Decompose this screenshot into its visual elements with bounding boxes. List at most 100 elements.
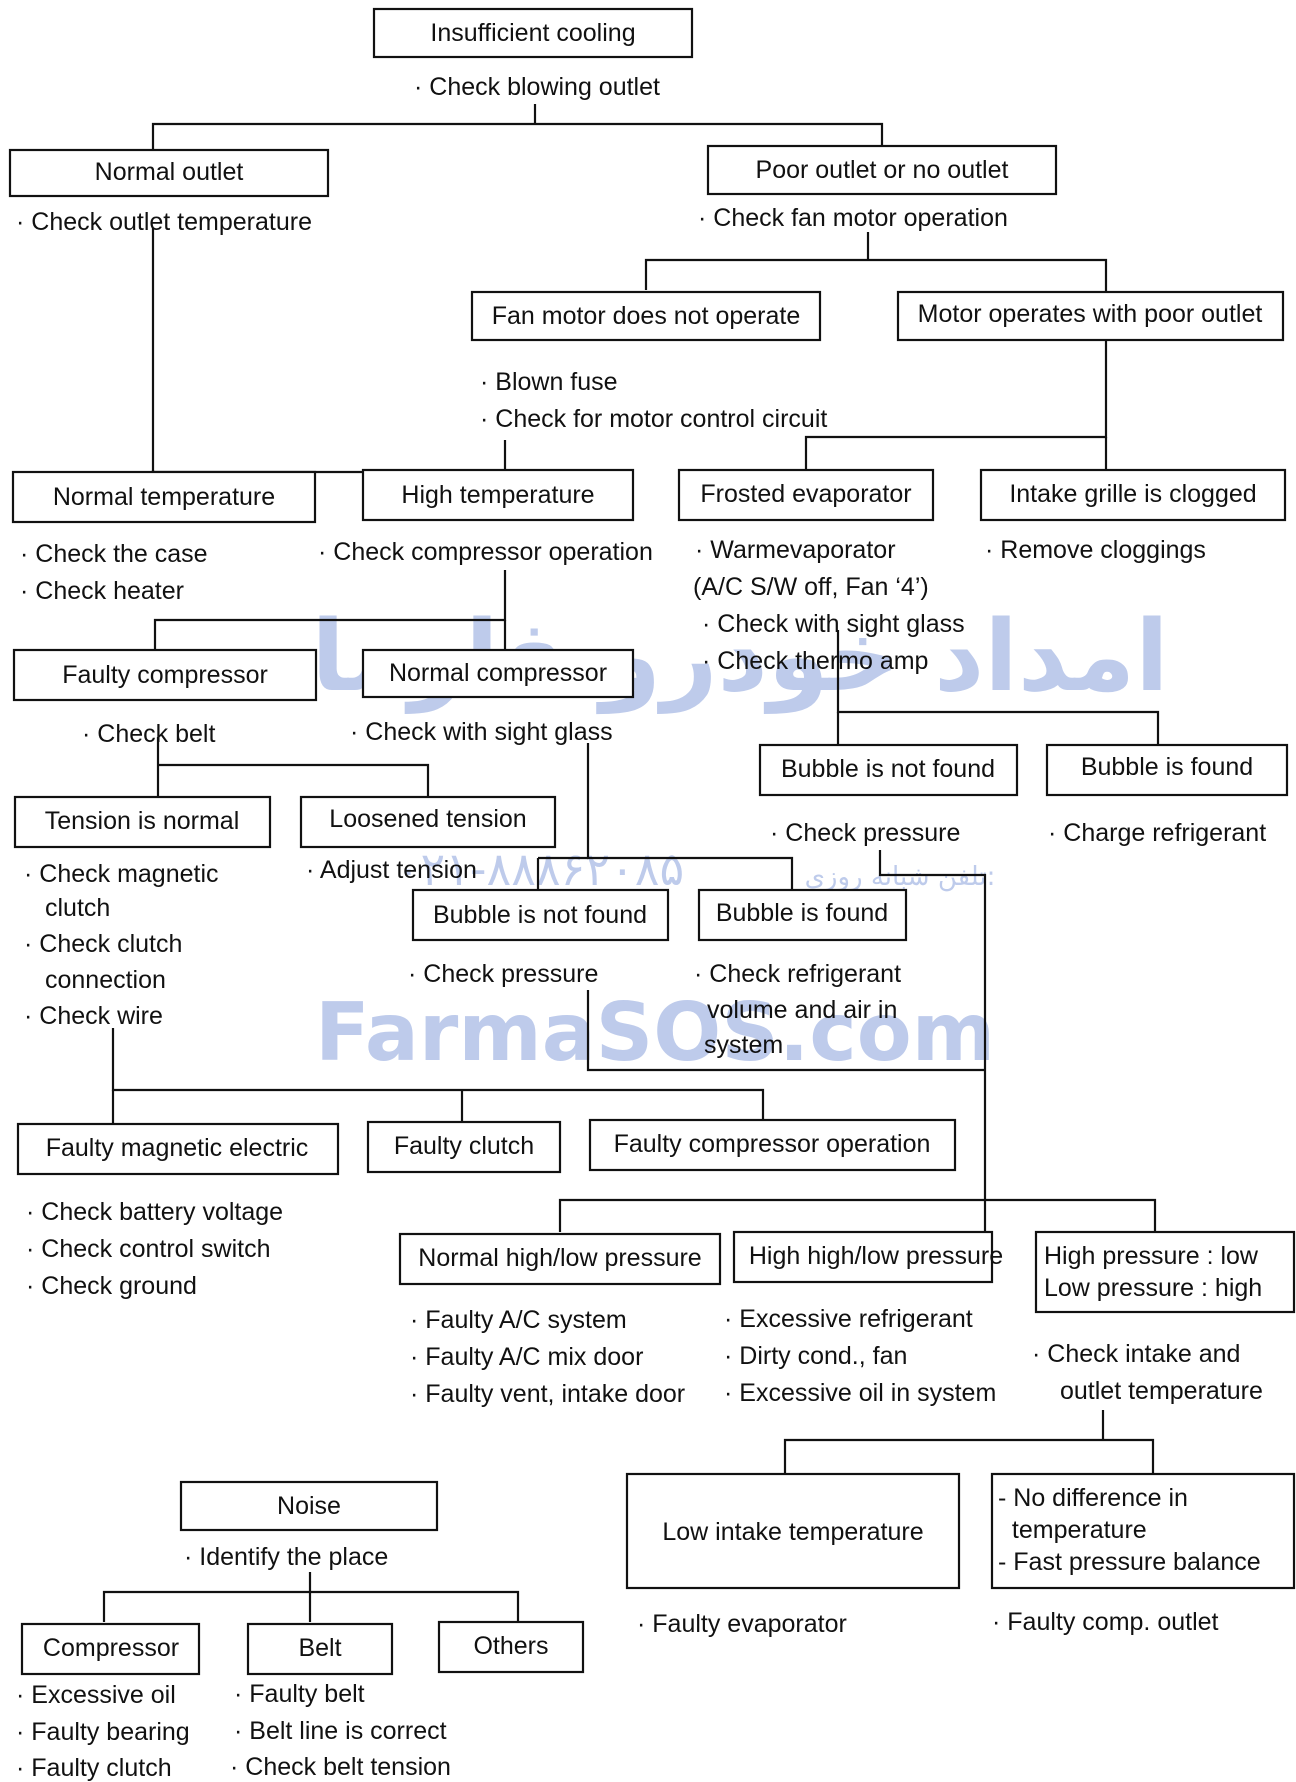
- label-high-low-mix-2: Low pressure : high: [1044, 1274, 1262, 1302]
- label-frosted-evaporator: Frosted evaporator: [700, 480, 911, 508]
- label-no-difference-3: - Fast pressure balance: [998, 1548, 1261, 1576]
- notes: · Check blowing outlet · Check outlet te…: [16, 73, 1266, 1782]
- box-belt: [246, 1622, 394, 1676]
- note-check-belt-tension: · Check belt tension: [230, 1753, 451, 1781]
- note-check-blowing-outlet: · Check blowing outlet: [414, 73, 660, 101]
- note-faulty-comp-outlet: · Faulty comp. outlet: [992, 1608, 1219, 1636]
- connector-pressure-split: [558, 1198, 1157, 1232]
- label-no-difference-2: temperature: [998, 1516, 1147, 1544]
- connector-wire-split: [111, 1028, 765, 1120]
- box-fan-motor-not-operate: [470, 290, 822, 342]
- label-poor-outlet: Poor outlet or no outlet: [756, 156, 1009, 184]
- label-others: Others: [473, 1632, 548, 1660]
- note-faulty-clutch-noise: · Faulty clutch: [16, 1754, 172, 1782]
- note-faulty-ac-system: · Faulty A/C system: [410, 1306, 627, 1334]
- note-check-clutch-connection-1: · Check clutch: [24, 930, 182, 958]
- note-identify-the-place: · Identify the place: [184, 1543, 388, 1571]
- label-tension-normal: Tension is normal: [45, 807, 240, 835]
- box-faulty-clutch: [366, 1120, 562, 1174]
- label-normal-temperature: Normal temperature: [53, 483, 275, 511]
- note-check-wire: · Check wire: [24, 1002, 163, 1030]
- note-faulty-evaporator: · Faulty evaporator: [637, 1610, 847, 1638]
- label-normal-high-low: Normal high/low pressure: [418, 1244, 701, 1272]
- box-bubble-found-mid: [697, 888, 908, 942]
- note-check-pressure-right: · Check pressure: [770, 819, 960, 847]
- label-normal-outlet: Normal outlet: [95, 158, 244, 186]
- label-normal-compressor: Normal compressor: [389, 659, 607, 687]
- note-ac-sw-off: (A/C S/W off, Fan ‘4’): [693, 573, 929, 601]
- note-check-thermo-amp: · Check thermo amp: [702, 647, 928, 675]
- note-check-magnetic-clutch-1: · Check magnetic: [24, 860, 219, 888]
- note-adjust-tension: · Adjust tension: [306, 856, 477, 884]
- note-charge-refrigerant: · Charge refrigerant: [1048, 819, 1266, 847]
- note-faulty-vent-intake-door: · Faulty vent, intake door: [410, 1380, 685, 1408]
- label-loosened-tension: Loosened tension: [329, 805, 526, 833]
- box-labels: Insufficient cooling Normal outlet Poor …: [43, 19, 1262, 1662]
- box-insufficient-cooling: [372, 7, 694, 59]
- note-faulty-bearing: · Faulty bearing: [16, 1718, 190, 1746]
- box-normal-high-low: [398, 1232, 722, 1286]
- box-others: [437, 1620, 585, 1674]
- label-low-intake-temperature: Low intake temperature: [662, 1518, 923, 1546]
- note-faulty-belt: · Faulty belt: [234, 1680, 365, 1708]
- note-check-heater: · Check heater: [20, 577, 184, 605]
- box-normal-outlet: [8, 148, 330, 198]
- label-noise: Noise: [277, 1492, 341, 1520]
- box-faulty-compressor-operation: [588, 1118, 957, 1172]
- connector-to-bubble-found-mid: [586, 743, 794, 890]
- label-compressor: Compressor: [43, 1634, 179, 1662]
- box-intake-grille-clogged: [979, 468, 1287, 522]
- label-faulty-magnetic-electric: Faulty magnetic electric: [46, 1134, 309, 1162]
- connector-intake-split: [783, 1438, 1155, 1474]
- box-high-low-mix: [1034, 1230, 1296, 1314]
- note-check-motor-control-circuit: · Check for motor control circuit: [480, 405, 827, 433]
- note-check-compressor-operation: · Check compressor operation: [318, 538, 653, 566]
- note-check-outlet-temperature: · Check outlet temperature: [16, 208, 312, 236]
- label-faulty-compressor-operation: Faulty compressor operation: [614, 1130, 931, 1158]
- note-check-the-case: · Check the case: [20, 540, 208, 568]
- note-check-ground: · Check ground: [26, 1272, 197, 1300]
- note-check-refrigerant-volume-2: volume and air in: [707, 996, 897, 1024]
- watermark-site: FarmaSOS.com: [315, 986, 995, 1079]
- note-faulty-ac-mix-door: · Faulty A/C mix door: [410, 1343, 643, 1371]
- note-check-fan-motor-operation: · Check fan motor operation: [698, 204, 1008, 232]
- box-noise: [179, 1480, 439, 1532]
- label-no-difference-1: - No difference in: [998, 1484, 1188, 1512]
- note-excessive-refrigerant: · Excessive refrigerant: [724, 1305, 973, 1333]
- box-bubble-not-found-right: [758, 743, 1019, 797]
- watermark-phone-label: تلفن شبانه روزی:: [805, 862, 996, 892]
- box-low-intake-temperature: [625, 1472, 961, 1590]
- box-high-high-low: [732, 1230, 994, 1284]
- connector-to-faulty-compressor: [153, 570, 507, 650]
- note-check-intake-outlet-temp-1: · Check intake and: [1032, 1340, 1240, 1368]
- box-faulty-compressor: [12, 648, 318, 702]
- note-dirty-cond-fan: · Dirty cond., fan: [724, 1342, 907, 1370]
- connector-to-bubble-found-right: [836, 630, 1160, 745]
- note-check-refrigerant-volume-1: · Check refrigerant: [694, 960, 901, 988]
- note-check-intake-outlet-temp-2: outlet temperature: [1060, 1377, 1263, 1405]
- note-excessive-oil-in-system: · Excessive oil in system: [724, 1379, 996, 1407]
- note-check-sight-glass-1: · Check with sight glass: [702, 610, 965, 638]
- box-normal-compressor: [361, 648, 635, 699]
- box-bubble-found-right: [1045, 743, 1289, 797]
- note-check-control-switch: · Check control switch: [26, 1235, 271, 1263]
- watermark-phone: ۰۲۱-۸۸۸۶۲۰۸۵: [396, 842, 684, 896]
- label-high-low-mix-1: High pressure : low: [1044, 1242, 1259, 1270]
- box-motor-poor-outlet: [896, 290, 1285, 342]
- note-check-battery-voltage: · Check battery voltage: [26, 1198, 283, 1226]
- label-high-high-low: High high/low pressure: [749, 1242, 1003, 1270]
- box-frosted-evaporator: [677, 468, 935, 522]
- label-motor-poor-outlet: Motor operates with poor outlet: [918, 300, 1263, 328]
- box-faulty-magnetic-electric: [16, 1122, 340, 1176]
- label-faulty-clutch: Faulty clutch: [394, 1132, 534, 1160]
- box-poor-outlet: [706, 144, 1058, 196]
- box-high-temperature: [361, 468, 635, 522]
- note-warm-evaporator: · Warmevaporator: [695, 536, 896, 564]
- note-check-sight-glass-2: · Check with sight glass: [350, 718, 613, 746]
- note-belt-line-correct: · Belt line is correct: [234, 1717, 447, 1745]
- connector-root-split: [151, 122, 884, 152]
- label-bubble-not-found-mid: Bubble is not found: [433, 901, 647, 929]
- note-check-belt: · Check belt: [82, 720, 215, 748]
